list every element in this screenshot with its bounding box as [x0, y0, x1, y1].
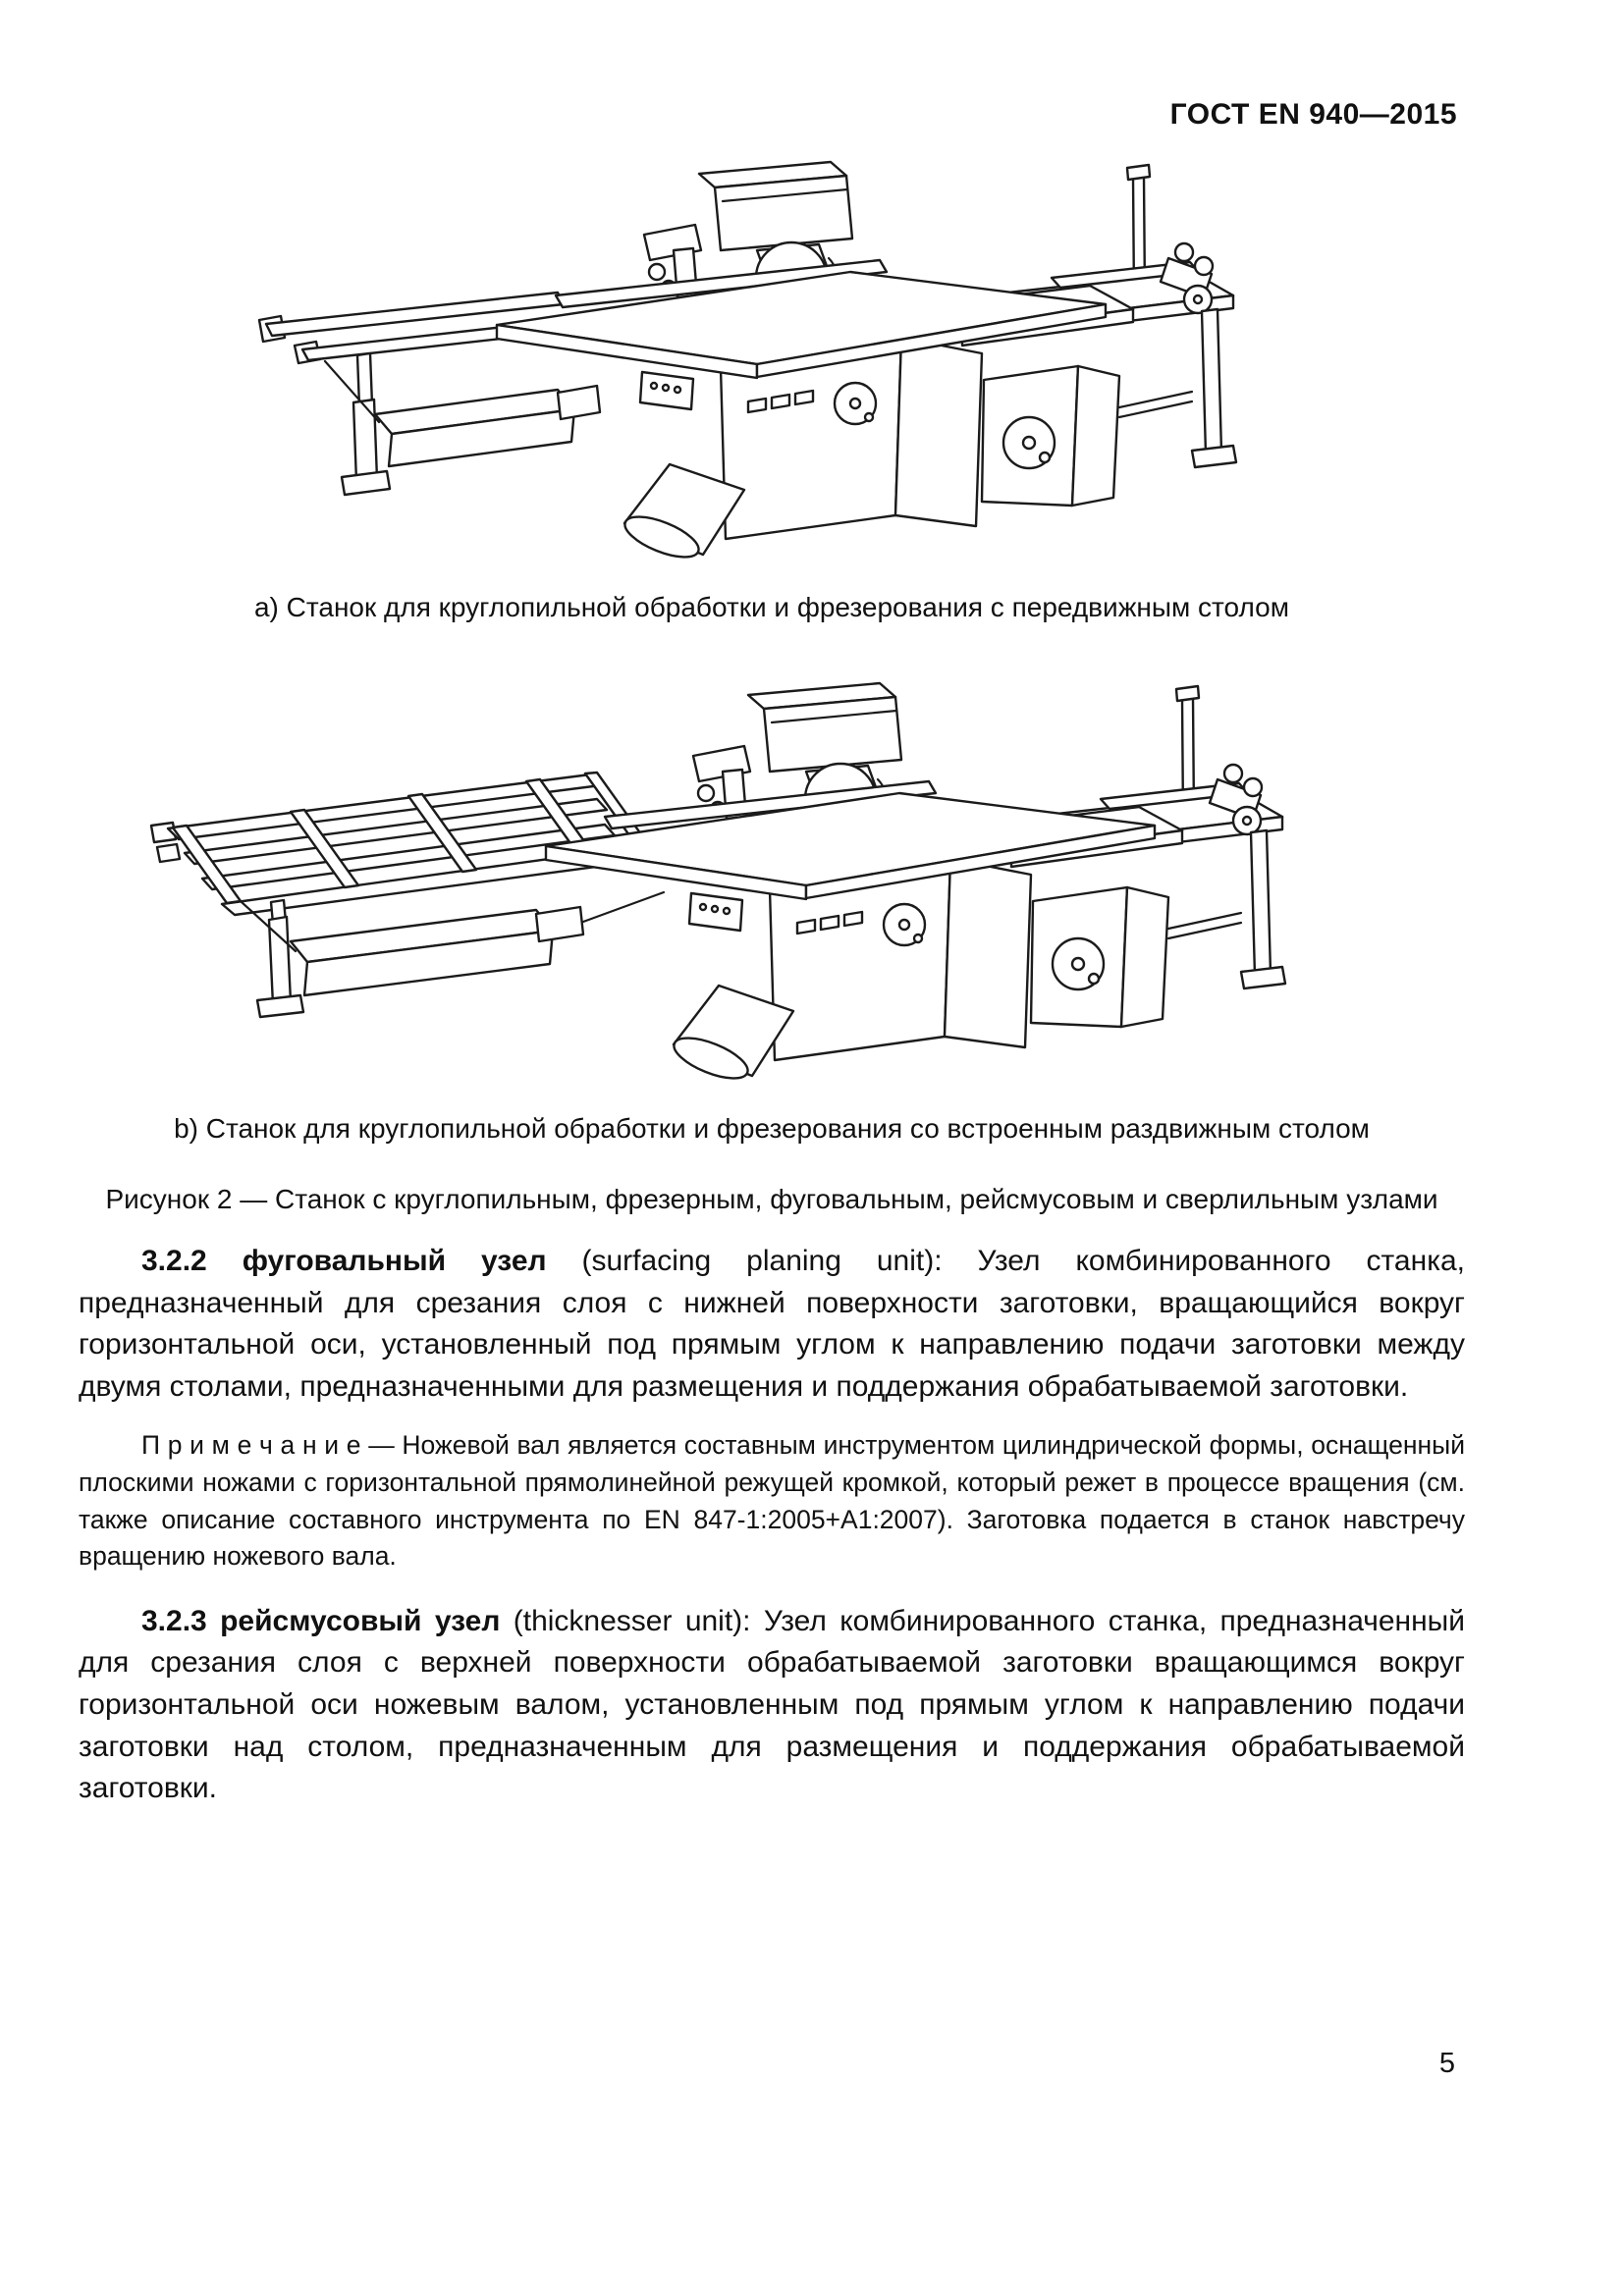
travelling-table-arm	[257, 291, 602, 497]
document-header: ГОСТ EN 940—2015	[1169, 98, 1457, 131]
clause-number-term: 3.2.2 фуговальный узел	[141, 1245, 547, 1277]
frame-support-leg	[240, 898, 305, 1019]
figure-a-caption: а) Станок для круглопильной обработки и …	[253, 592, 1289, 622]
note-text: — Ножевой вал является составным инструм…	[79, 1430, 1465, 1572]
outrigger-beam	[289, 890, 666, 997]
machine-drawing-b	[149, 681, 1287, 1089]
machine-drawing-a	[257, 160, 1238, 567]
clause-number-term: 3.2.3 рейсмусовый узел	[141, 1604, 501, 1637]
figure-a: а) Станок для круглопильной обработки и …	[79, 145, 1465, 623]
note-label: П р и м е ч а н и е	[141, 1430, 361, 1461]
figure-2-caption: Рисунок 2 — Станок с круглопильным, фрез…	[105, 1184, 1438, 1214]
paragraph-3-2-3: 3.2.3 рейсмусовый узел (thicknesser unit…	[79, 1601, 1465, 1810]
figure-b-caption: b) Станок для круглопильной обработки и …	[174, 1113, 1370, 1144]
note-paragraph: П р и м е ч а н и е — Ножевой вал являет…	[79, 1427, 1465, 1575]
page-content: а) Станок для круглопильной обработки и …	[79, 145, 1465, 1810]
figure-b: b) Станок для круглопильной обработки и …	[79, 657, 1465, 1145]
clause-text: (thicknesser unit): Узел комбинированног…	[79, 1604, 1465, 1805]
page-number: 5	[1438, 2048, 1455, 2079]
paragraph-3-2-2: 3.2.2 фуговальный узел (surfacing planin…	[79, 1241, 1465, 1408]
clause-text: (surfacing planing unit): Узел комбиниро…	[79, 1245, 1465, 1403]
